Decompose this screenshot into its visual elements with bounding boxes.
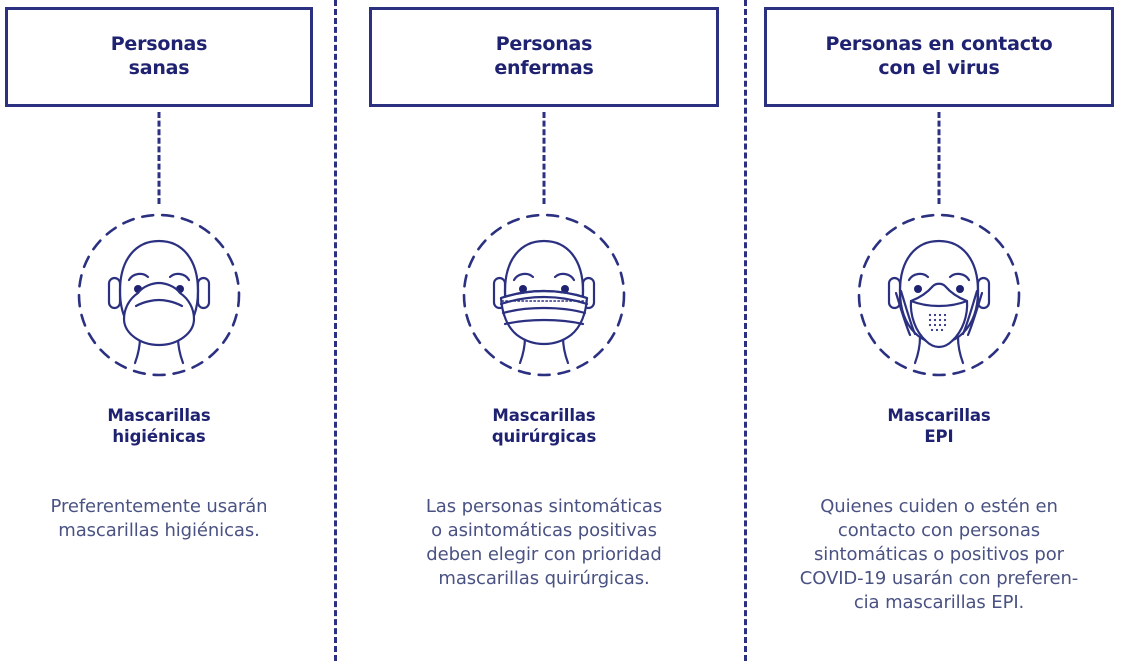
column-divider-1 — [334, 0, 337, 661]
mask-name-3: Mascarillas EPI — [887, 406, 991, 447]
header-title-3: Personas en contacto con el virus — [825, 33, 1053, 79]
header-title-1: Personas sanas — [110, 33, 208, 79]
connector-line-3 — [937, 112, 941, 204]
connector-line-1 — [157, 112, 161, 204]
face-with-epi-respirator-icon — [849, 205, 1029, 385]
header-title-2: Personas enfermas — [494, 33, 594, 79]
description-1: Preferentemente usarán mascarillas higié… — [50, 496, 268, 541]
column-personas-sanas: Personas sanas Mascarillas higién — [5, 0, 313, 661]
column-personas-enfermas: Personas enfermas — [369, 0, 719, 661]
description-2: Las personas sintomáticas o asintomática… — [425, 496, 663, 589]
header-box-3: Personas en contacto con el virus — [764, 7, 1114, 107]
column-divider-2 — [744, 0, 747, 661]
mask-name-1: Mascarillas higiénicas — [107, 406, 211, 447]
description-3: Quienes cuiden o estén en contacto con p… — [799, 496, 1079, 613]
column-personas-contacto: Personas en contacto con el virus — [764, 0, 1114, 661]
face-with-cloth-mask-icon — [69, 205, 249, 385]
header-box-2: Personas enfermas — [369, 7, 719, 107]
face-with-surgical-mask-icon — [454, 205, 634, 385]
header-box-1: Personas sanas — [5, 7, 313, 107]
connector-line-2 — [542, 112, 546, 204]
mask-name-2: Mascarillas quirúrgicas — [491, 406, 597, 447]
